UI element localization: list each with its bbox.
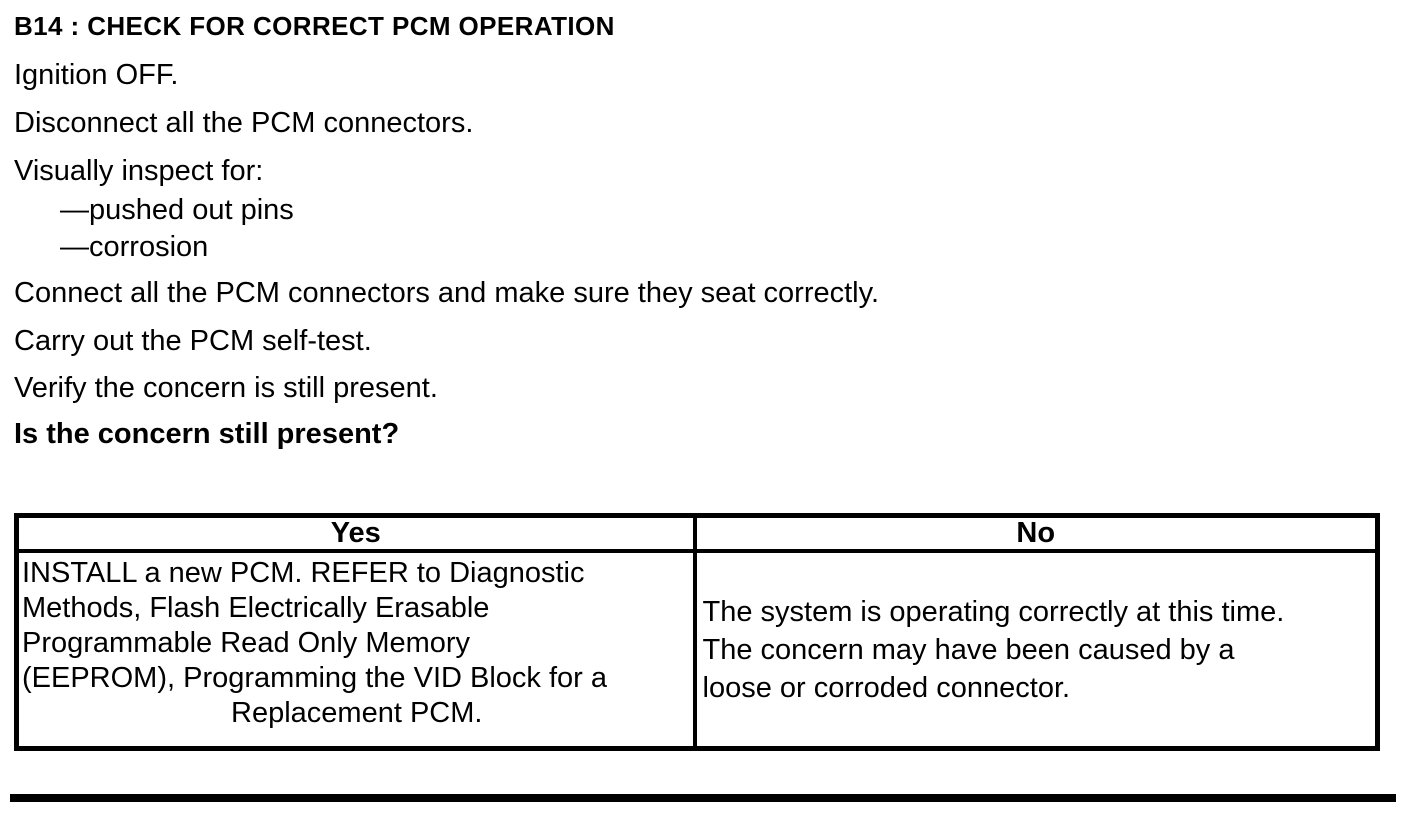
step-verify-concern: Verify the concern is still present. — [14, 372, 438, 404]
inspect-item-corrosion: —corrosion — [60, 231, 209, 263]
no-action-line: The concern may have been caused by a — [702, 633, 1235, 666]
yes-action-line: Replacement PCM. — [231, 697, 483, 729]
no-column-header: No — [692, 513, 1380, 553]
decision-table-header-row: Yes No — [14, 513, 1380, 553]
inspect-item-pushed-out-pins: —pushed out pins — [60, 194, 294, 226]
no-action-line: The system is operating correctly at thi… — [702, 595, 1285, 628]
yes-action-line: INSTALL a new PCM. REFER to Diagnostic — [22, 557, 585, 589]
decision-question: Is the concern still present? — [14, 418, 400, 450]
no-action-line: loose or corroded connector. — [702, 671, 1071, 704]
no-action-cell: The system is operating correctly at thi… — [692, 549, 1380, 751]
yes-no-decision-table: Yes No INSTALL a new PCM. REFER to Diagn… — [14, 513, 1380, 751]
step-connect-connectors: Connect all the PCM connectors and make … — [14, 277, 880, 309]
yes-column-header: Yes — [14, 513, 697, 553]
yes-action-line: (EEPROM), Programming the VID Block for … — [22, 662, 607, 694]
pinpoint-test-title: B14 : CHECK FOR CORRECT PCM OPERATION — [14, 11, 615, 41]
page-bottom-rule — [10, 794, 1396, 802]
yes-action-line: Methods, Flash Electrically Erasable — [22, 592, 490, 624]
step-pcm-self-test: Carry out the PCM self-test. — [14, 325, 372, 357]
step-visually-inspect: Visually inspect for: — [14, 155, 264, 187]
step-disconnect-connectors: Disconnect all the PCM connectors. — [14, 107, 474, 139]
yes-action-line: Programmable Read Only Memory — [22, 627, 471, 659]
step-ignition-off: Ignition OFF. — [14, 59, 179, 91]
decision-table-action-row: INSTALL a new PCM. REFER to Diagnostic M… — [14, 549, 1380, 751]
yes-action-cell: INSTALL a new PCM. REFER to Diagnostic M… — [14, 549, 697, 751]
